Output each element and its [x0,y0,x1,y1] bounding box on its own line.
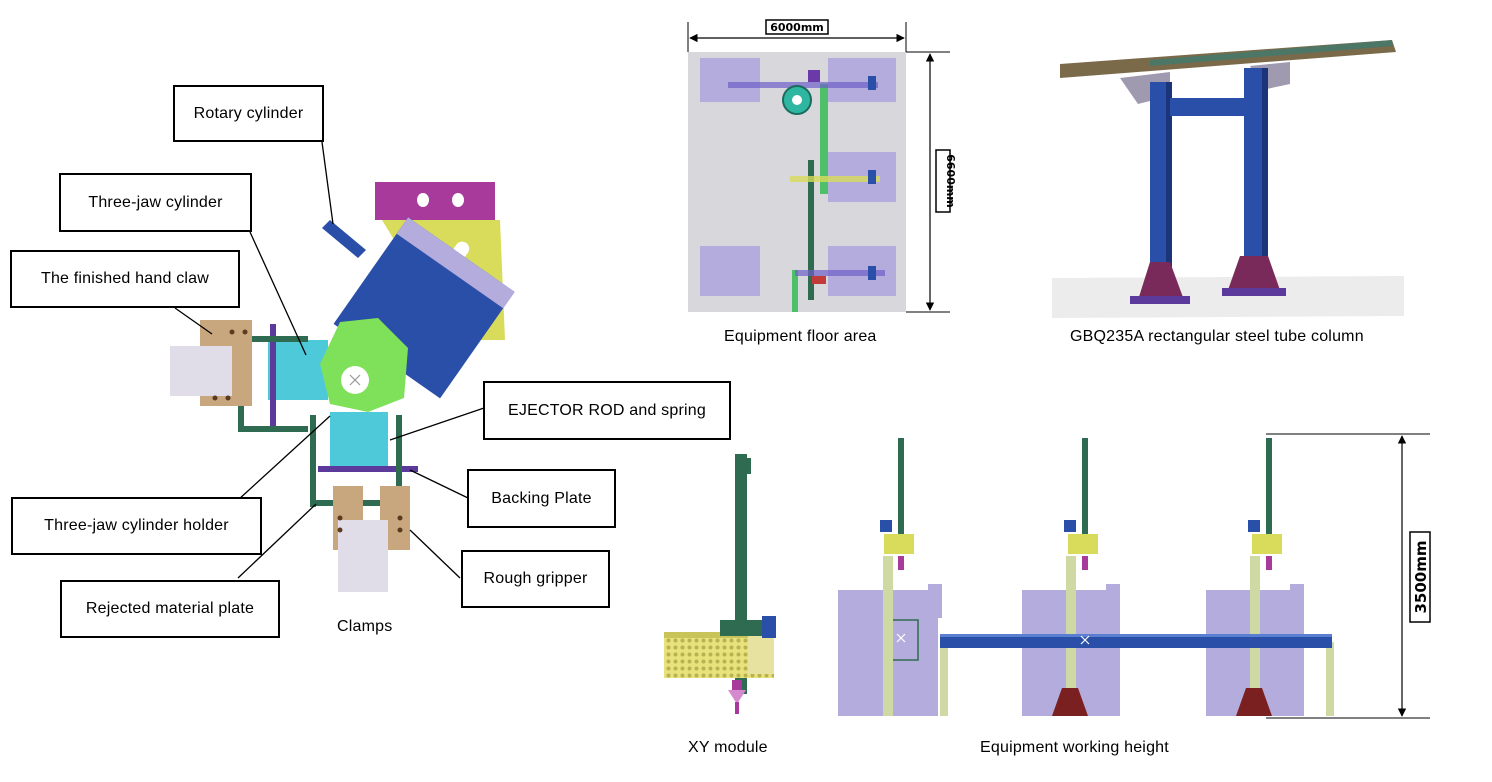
callout-rotary-cylinder: Rotary cylinder [173,85,324,142]
holder-frame [238,336,308,342]
working-height-render [838,438,1334,716]
height-dimension [1266,433,1431,719]
mount-hole [452,193,464,207]
callout-rejected-material-plate: Rejected material plate [60,580,280,638]
floor-width-dimension: 6000mm [770,21,824,34]
rough-workpiece [338,520,388,592]
callout-rough-gripper: Rough gripper [461,550,610,608]
rotary-cylinder-stub [322,220,366,258]
finished-workpiece [170,346,232,396]
backing-plate [318,466,418,472]
rejected-material-frame [396,415,402,507]
floor-dimensions [687,19,951,313]
callout-three-jaw-cylinder: Three-jaw cylinder [59,173,252,232]
hand-claw-assembly [170,182,515,592]
working-height-dimension: 3500mm [1412,540,1430,613]
caption-clamps: Clamps [337,618,393,635]
callout-finished-hand-claw: The finished hand claw [10,250,240,308]
floor-plan [688,52,906,312]
three-jaw-cylinder [268,340,328,400]
lower-cylinder [330,412,388,468]
holder-frame [238,426,308,432]
three-jaw-cylinder-flange [270,324,276,432]
rejected-material-frame [310,415,316,507]
callout-three-jaw-cylinder-holder: Three-jaw cylinder holder [11,497,262,555]
caption-steel-column: GBQ235A rectangular steel tube column [1070,328,1364,345]
mount-hole [417,193,429,207]
callout-ejector-rod-spring: EJECTOR ROD and spring [483,381,731,440]
hub-block [320,318,408,412]
steel-column-render [1052,40,1404,318]
caption-xy-module: XY module [688,739,768,756]
callout-backing-plate: Backing Plate [467,469,616,528]
magenta-mount-block [375,182,495,220]
callout-leaders [174,141,485,579]
caption-working-height: Equipment working height [980,739,1169,756]
caption-floor-area: Equipment floor area [724,328,877,345]
floor-depth-dimension: 6600mm [944,154,957,208]
xy-module-render [664,454,776,714]
